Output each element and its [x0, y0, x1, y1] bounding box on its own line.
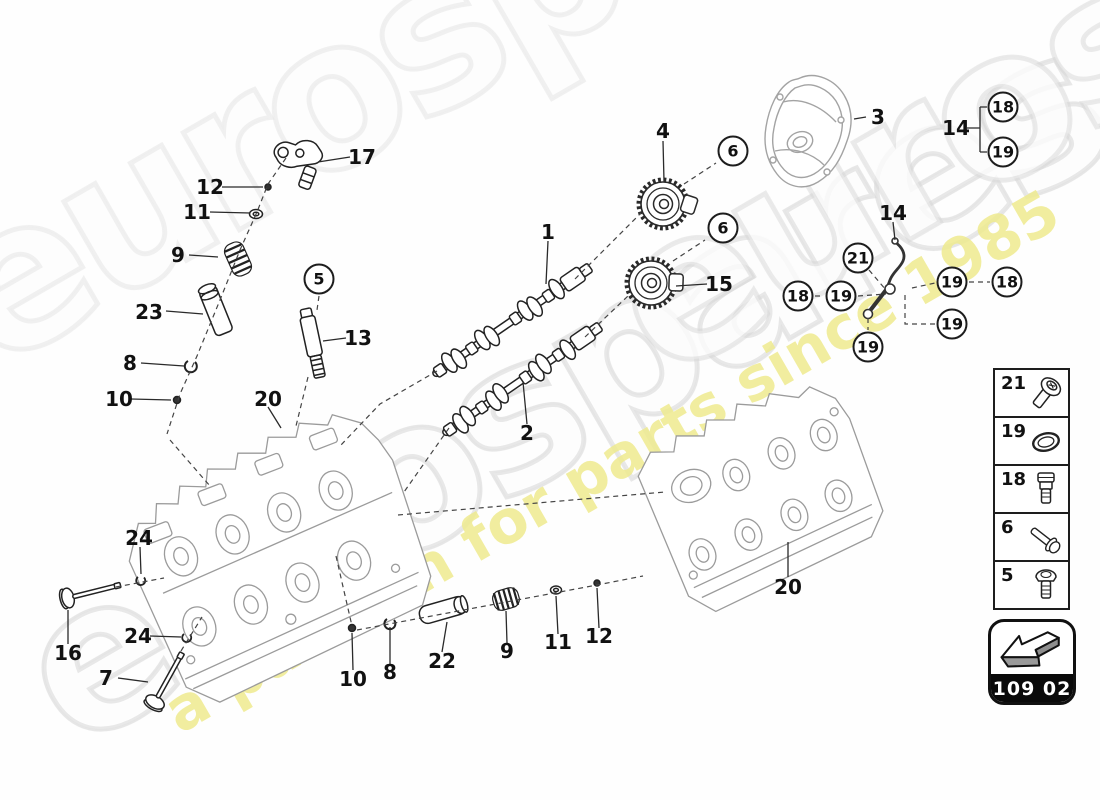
cam-adjuster-gear-15-drawing [624, 256, 684, 310]
part-number-label: 12 [196, 175, 224, 199]
part-number-label: 24 [124, 624, 152, 648]
part-number-label: 15 [705, 272, 733, 296]
seal-ring-icon [1032, 431, 1060, 453]
part-number-label: 7 [99, 666, 113, 690]
part-number-label: 2 [520, 421, 534, 445]
camshaft-1-drawing [432, 263, 593, 378]
part-number-label: 4 [656, 119, 670, 143]
legend-row-21: 21 [995, 370, 1068, 418]
legend-part-number: 21 [1001, 373, 1027, 394]
legend-part-number: 19 [1001, 421, 1027, 442]
part-number-label: 16 [54, 641, 82, 665]
stud-bolt-icon [1037, 472, 1055, 504]
small-parts-upper-drawing [172, 183, 326, 405]
part-number-label: 10 [339, 667, 367, 691]
legend-part-number: 5 [1001, 565, 1014, 586]
part-number-balloon: 19 [825, 280, 857, 312]
part-number-label: 11 [183, 200, 211, 224]
part-number-balloon: 18 [987, 91, 1019, 123]
part-number-balloon: 19 [936, 266, 968, 298]
part-number-label: 13 [344, 326, 372, 350]
legend-row-5: 5 [995, 562, 1068, 608]
part-number-label: 9 [500, 639, 514, 663]
part-number-label: 9 [171, 243, 185, 267]
part-number-balloon: 6 [717, 135, 749, 167]
part-number-balloon: 5 [303, 263, 335, 295]
chain-cover-drawing [764, 74, 852, 188]
pan-head-screw-icon [1035, 569, 1057, 599]
camshaft-2-drawing [442, 322, 603, 437]
legend-part-number: 18 [1001, 469, 1027, 490]
part-number-label: 3 [871, 105, 885, 129]
torx-screw-icon [1032, 377, 1062, 409]
part-number-balloon: 19 [936, 308, 968, 340]
cam-adjuster-gear-4-drawing [636, 177, 699, 231]
leader-lines [67, 106, 987, 683]
part-number-label: 20 [254, 387, 282, 411]
part-number-label: 11 [544, 630, 572, 654]
legend-row-6: 6 [995, 514, 1068, 562]
direction-arrow-icon [1000, 631, 1060, 668]
dashed-assembly-lines [115, 157, 990, 652]
rocker-arm-drawing [273, 139, 324, 190]
direction-arrow-zone [991, 622, 1073, 674]
part-number-label: 20 [774, 575, 802, 599]
part-number-label: 14 [879, 201, 907, 225]
part-number-label: 8 [123, 351, 137, 375]
legend-row-19: 19 [995, 418, 1068, 466]
fastener-legend-table: 21 19 18 [993, 368, 1070, 610]
part-number-balloon: 18 [782, 280, 814, 312]
part-number-label: 23 [135, 300, 163, 324]
hex-bolt-icon [1030, 527, 1061, 554]
legend-part-number: 6 [1001, 517, 1014, 538]
part-number-label: 22 [428, 649, 456, 673]
part-number-label: 17 [348, 145, 376, 169]
part-number-balloon: 21 [842, 242, 874, 274]
cylinder-head-right-drawing [637, 386, 884, 613]
part-number-balloon: 6 [707, 212, 739, 244]
legend-row-18: 18 [995, 466, 1068, 514]
part-number-label: 14 [942, 116, 970, 140]
part-number-label: 8 [383, 660, 397, 684]
part-number-label: 24 [125, 526, 153, 550]
part-number-label: 10 [105, 387, 133, 411]
part-number-balloon: 18 [991, 266, 1023, 298]
part-number-balloon: 19 [987, 136, 1019, 168]
part-number-label: 1 [541, 220, 555, 244]
part-number-balloon: 19 [852, 331, 884, 363]
part-number-label: 12 [585, 624, 613, 648]
page-code-label: 109 02 [991, 674, 1073, 702]
page-code-badge: 109 02 [988, 619, 1076, 705]
